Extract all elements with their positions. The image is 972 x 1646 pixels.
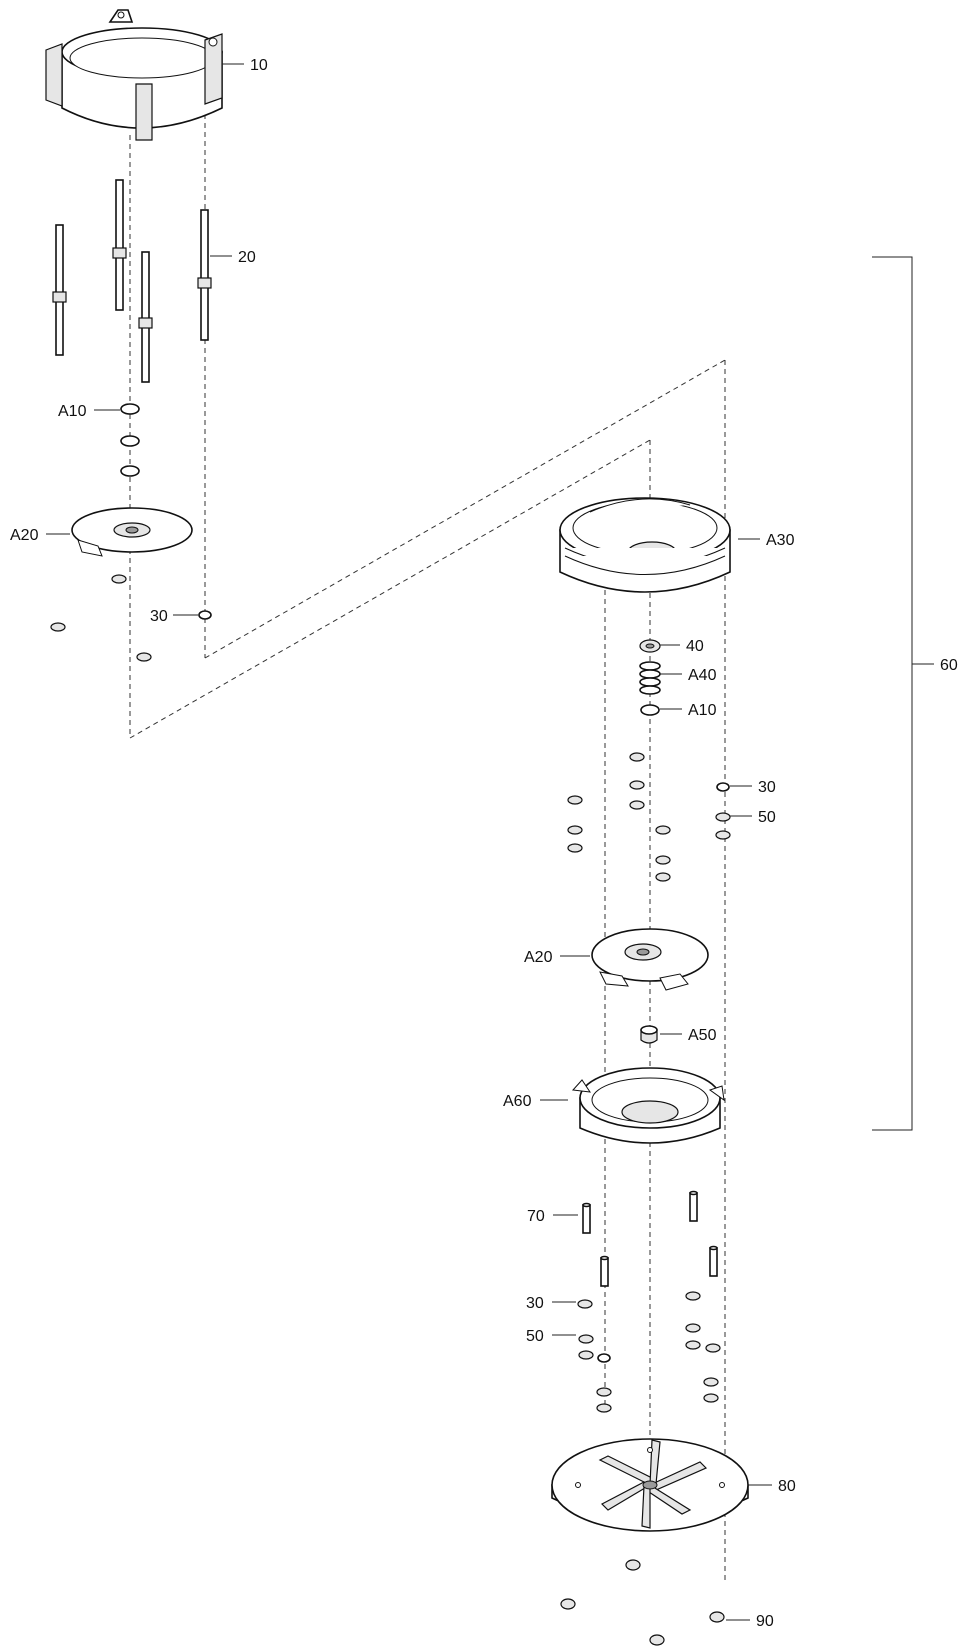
part-90-feet	[560, 1559, 725, 1646]
label-30-right: 30	[758, 779, 776, 796]
part-20-guide-rods	[52, 179, 212, 383]
part-a40-spring	[639, 661, 661, 695]
part-a50-nut	[640, 1025, 658, 1044]
label-a10-left: A10	[58, 403, 87, 420]
part-a10-left-clips	[120, 403, 140, 477]
part-80-base-plate	[551, 1438, 749, 1532]
part-a30-upper-housing	[559, 497, 731, 593]
part-10-housing-ring	[45, 9, 223, 141]
part-40-washer	[639, 639, 661, 653]
label-80: 80	[778, 1478, 796, 1495]
label-70: 70	[527, 1208, 545, 1225]
label-a40: A40	[688, 667, 717, 684]
label-10: 10	[250, 57, 268, 74]
label-60: 60	[940, 657, 958, 674]
label-30-lower: 30	[526, 1295, 544, 1312]
label-20: 20	[238, 249, 256, 266]
part-a20-left-disc	[71, 507, 193, 557]
part-lower-small-nuts	[577, 1291, 721, 1413]
label-a50: A50	[688, 1027, 717, 1044]
label-a10-right: A10	[688, 702, 717, 719]
group-60-bracket	[872, 256, 934, 1131]
callout-leaders	[46, 63, 772, 1621]
label-50-lower: 50	[526, 1328, 544, 1345]
label-30-left: 30	[150, 608, 168, 625]
part-left-small-nuts	[50, 574, 212, 662]
label-a30: A30	[766, 532, 795, 549]
label-90: 90	[756, 1613, 774, 1630]
label-a20-left: A20	[10, 527, 39, 544]
part-a20-right-disc	[591, 928, 709, 991]
callout-labels: 10 20 A10 A20 30 A30 40 A40 A10 30 50 60…	[10, 57, 958, 1630]
part-70-pins	[582, 1190, 718, 1287]
part-a60-lower-housing	[571, 1067, 725, 1144]
part-middle-small-nuts	[567, 752, 731, 882]
assembly-guide-lines	[129, 105, 726, 1580]
label-a20-right: A20	[524, 949, 553, 966]
label-40: 40	[686, 638, 704, 655]
label-50-right: 50	[758, 809, 776, 826]
part-a10-right-clip	[640, 704, 660, 716]
label-a60: A60	[503, 1093, 532, 1110]
